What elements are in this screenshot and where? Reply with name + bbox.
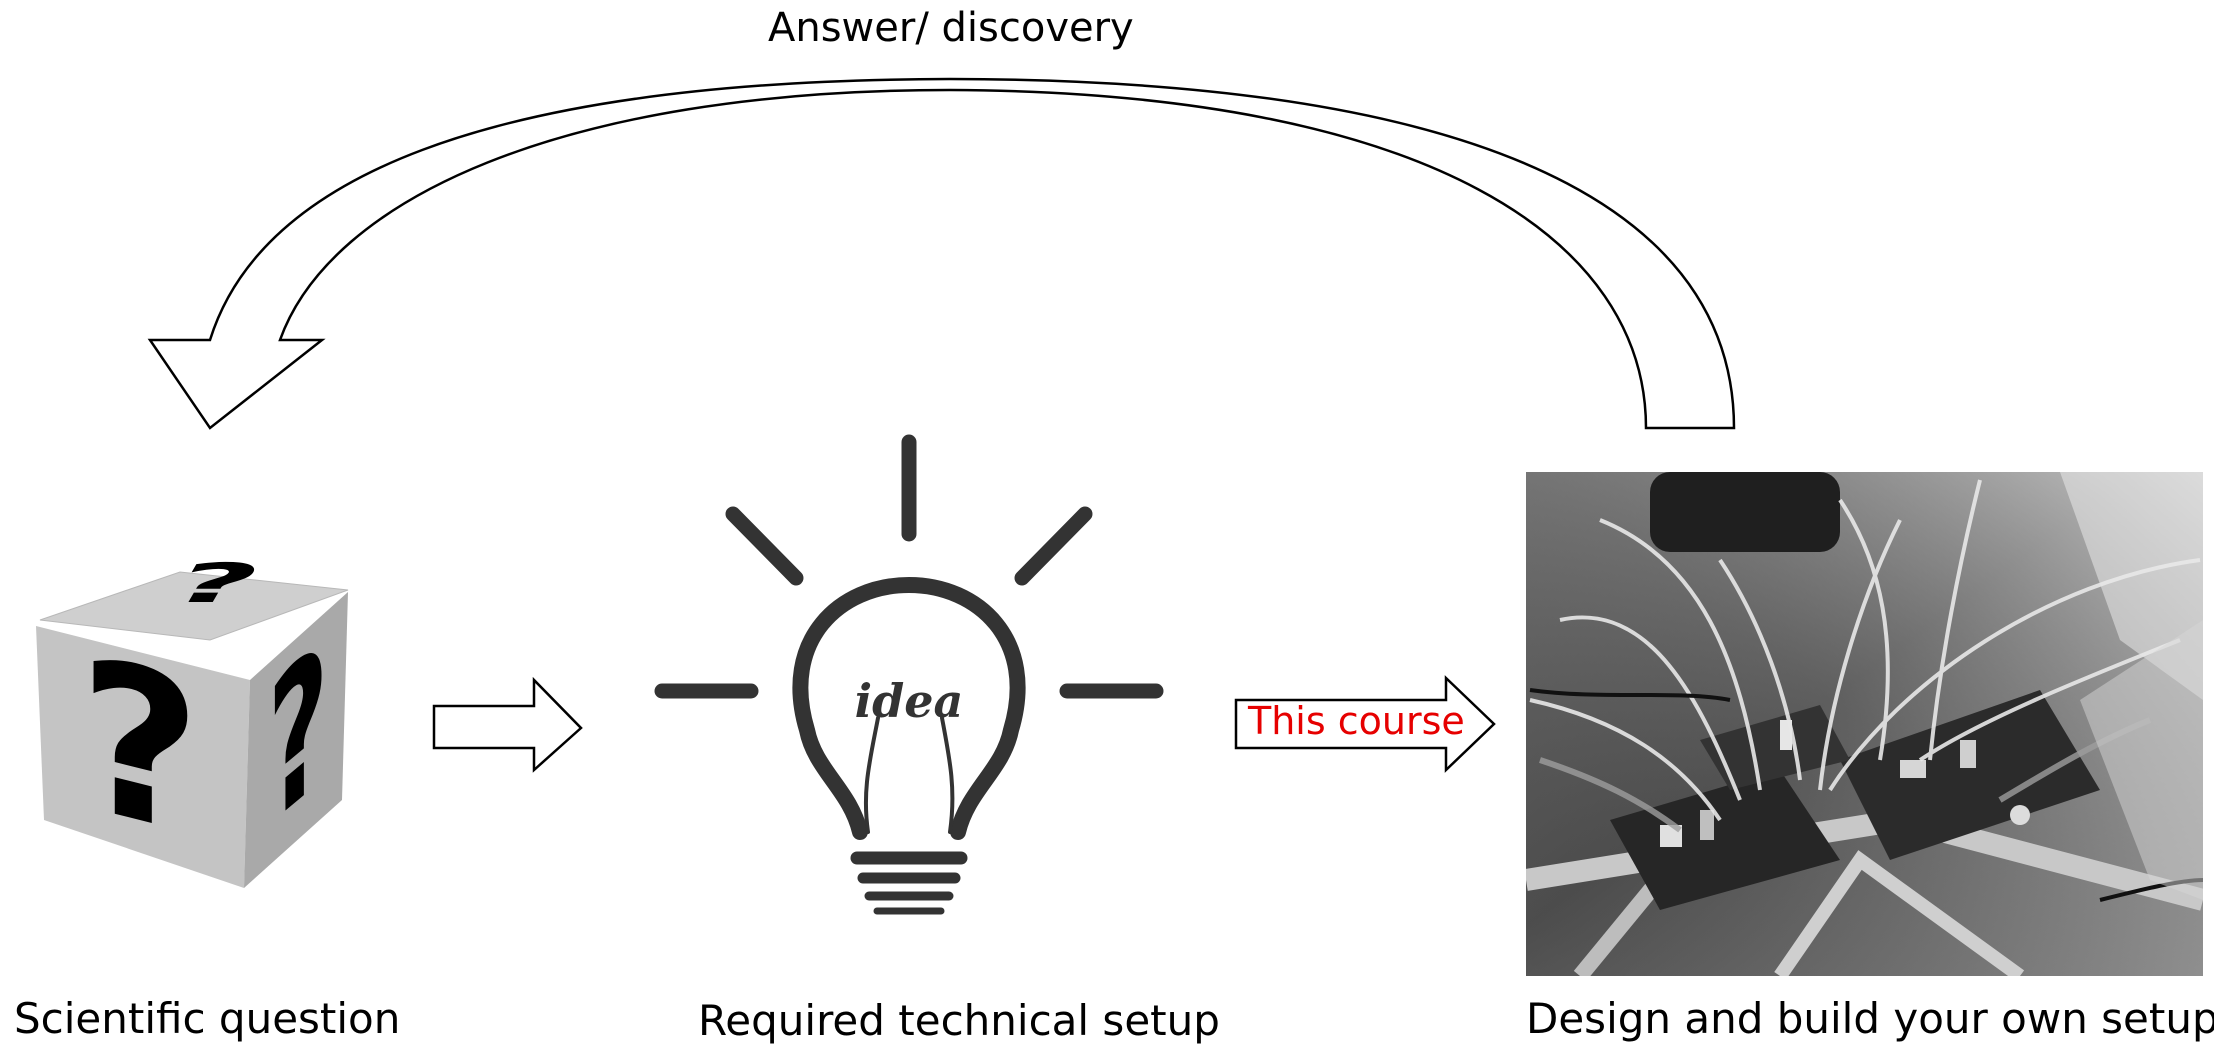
- arrow-question-to-idea: [432, 676, 583, 773]
- stage-label-question: Scientific question: [14, 994, 401, 1043]
- lightbulb-icon: [654, 434, 1164, 915]
- feedback-arrow: [147, 77, 1736, 430]
- svg-text:?: ?: [268, 599, 329, 872]
- question-cube-icon: ? ? ?: [36, 553, 349, 888]
- arrow-idea-to-build: [1234, 675, 1496, 773]
- stage-label-build: Design and build your own setup!: [1526, 994, 2214, 1043]
- this-course-label: This course: [1248, 699, 1465, 743]
- svg-text:?: ?: [79, 611, 201, 886]
- stage-label-setup: Required technical setup: [698, 996, 1220, 1045]
- feedback-arrow-label: Answer/ discovery: [768, 5, 1134, 51]
- bulb-idea-text: idea: [855, 674, 964, 728]
- electronics-photo: [1526, 472, 2203, 976]
